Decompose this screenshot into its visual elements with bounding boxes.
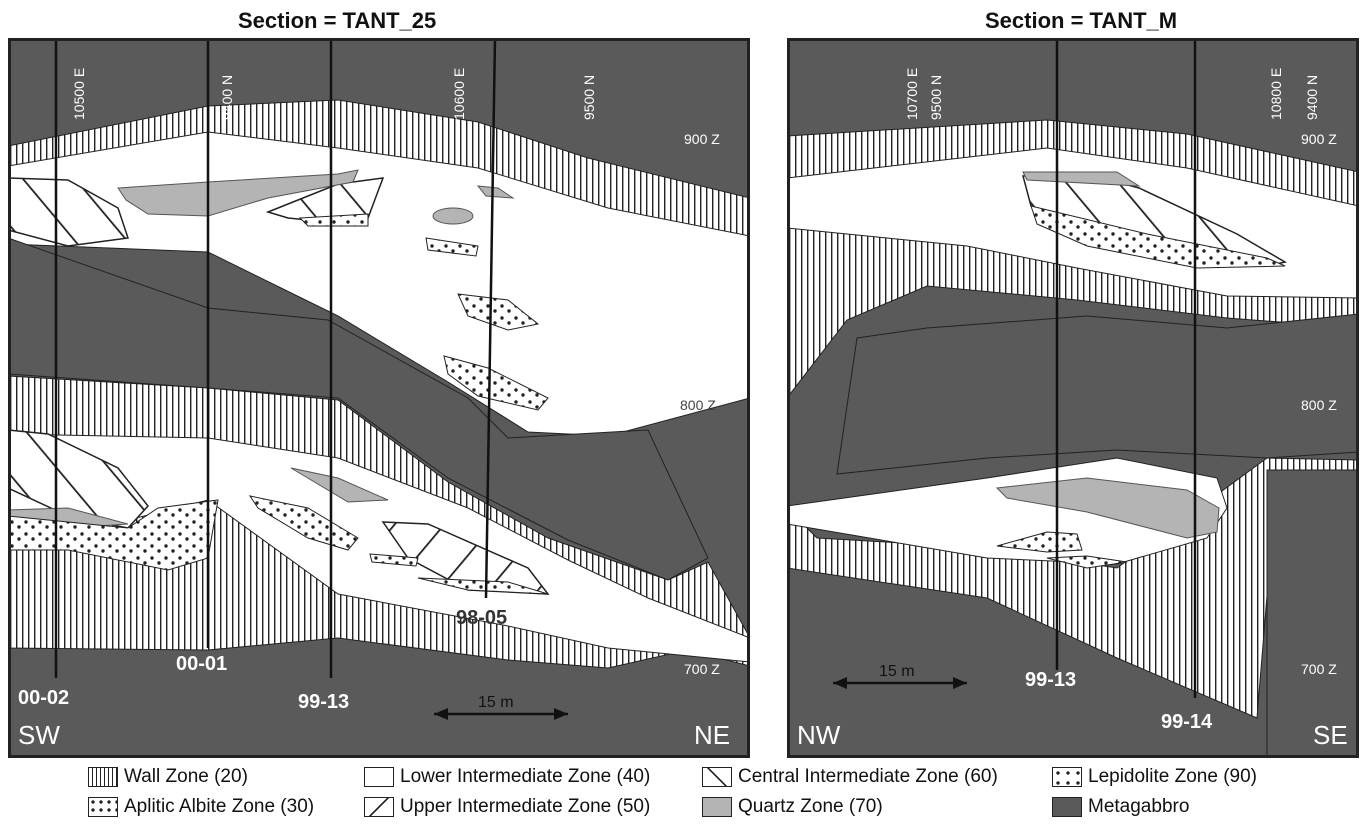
aplitic-albite-zone (8, 499, 219, 571)
coord-label-4: 9500 N (581, 75, 597, 120)
lepidolite-zone (417, 577, 549, 595)
legend-label: Metagabbro (1088, 796, 1190, 817)
section-panel-tant-25: 10500 E 9400 N 10600 E 9500 N 900 Z 800 … (8, 38, 750, 758)
central-intermediate-swatch (702, 767, 732, 787)
coord-label-1: 10700 E (904, 68, 920, 120)
metagabbro-swatch (1052, 797, 1082, 817)
drillhole-label: 00-02 (18, 687, 69, 709)
elevation-label-700: 700 Z (684, 661, 720, 677)
legend-item-metagabbro: Metagabbro (1052, 796, 1189, 818)
elevation-label-800: 800 Z (680, 397, 716, 413)
legend-item-aplitic-albite: Aplitic Albite Zone (30) (88, 796, 314, 818)
elevation-label-900: 900 Z (684, 131, 720, 147)
aplitic-albite-swatch (88, 797, 118, 817)
quartz-zone (995, 477, 1220, 539)
legend-item-upper-intermediate: Upper Intermediate Zone (50) (364, 796, 650, 818)
lower-intermediate-zone-lower (8, 433, 750, 663)
scale-bar: 15 m (434, 694, 568, 720)
legend-label: Central Intermediate Zone (60) (738, 766, 998, 787)
section-panel-tant-m: 10700 E 9500 N 10800 E 9400 N 900 Z 800 … (787, 38, 1359, 758)
lepidolite-zone (425, 237, 479, 257)
elevation-label-800: 800 Z (1301, 397, 1337, 413)
drillhole-label: 98-05 (456, 607, 507, 629)
direction-label-right: NE (694, 720, 730, 750)
wall-zone-swatch (88, 767, 118, 787)
quartz-zone (117, 169, 359, 217)
quartz-zone (290, 467, 389, 503)
legend-label: Quartz Zone (70) (738, 796, 883, 817)
legend-label: Aplitic Albite Zone (30) (124, 796, 315, 817)
legend-label: Wall Zone (20) (124, 766, 248, 787)
lepidolite-zone (1046, 555, 1128, 569)
metagabbro-band (836, 313, 1359, 475)
drillhole-label: 99-13 (1025, 669, 1076, 691)
aplitic-albite-zone (996, 531, 1083, 553)
coord-label-2: 9400 N (219, 75, 235, 120)
quartz-swatch (702, 797, 732, 817)
direction-label-left: NW (797, 720, 841, 750)
quartz-zone (432, 207, 474, 225)
upper-intermediate-swatch (364, 797, 394, 817)
legend-label: Lower Intermediate Zone (40) (400, 766, 651, 787)
legend-item-central-intermediate: Central Intermediate Zone (60) (702, 766, 998, 788)
section-title-left: Section = TANT_25 (238, 8, 437, 33)
coord-label-3: 10800 E (1268, 68, 1284, 120)
direction-label-left: SW (18, 720, 60, 750)
legend-item-lower-intermediate: Lower Intermediate Zone (40) (364, 766, 650, 788)
quartz-zone (476, 185, 515, 199)
lepidolite-zone (443, 355, 549, 411)
lepidolite-zone (298, 213, 369, 227)
elevation-label-700: 700 Z (1301, 661, 1337, 677)
legend-item-quartz: Quartz Zone (70) (702, 796, 883, 818)
coord-label-1: 10500 E (71, 68, 87, 120)
legend-label: Lepidolite Zone (90) (1088, 766, 1257, 787)
svg-text:15 m: 15 m (478, 694, 514, 711)
drillhole-label: 99-14 (1161, 711, 1213, 733)
scale-bar: 15 m (833, 663, 967, 689)
lepidolite-swatch (1052, 767, 1082, 787)
section-title-right: Section = TANT_M (985, 8, 1178, 33)
coord-label-3: 10600 E (451, 68, 467, 120)
metagabbro-band-lower (1266, 469, 1359, 758)
quartz-zone (1022, 171, 1141, 187)
upper-intermediate-zone-lens (8, 177, 129, 247)
lepidolite-zone (457, 293, 540, 331)
coord-label-2: 9500 N (928, 75, 944, 120)
lepidolite-zone (369, 553, 419, 567)
direction-label-right: SE (1313, 720, 1348, 750)
drillhole-line (484, 38, 497, 599)
drillhole-label: 00-01 (176, 653, 227, 675)
legend-item-lepidolite: Lepidolite Zone (90) (1052, 766, 1257, 788)
elevation-label-900: 900 Z (1301, 131, 1337, 147)
upper-intermediate-zone-lens (8, 429, 149, 529)
svg-text:15 m: 15 m (879, 663, 915, 680)
coord-label-4: 9400 N (1304, 75, 1320, 120)
drillhole-label: 99-13 (298, 691, 349, 713)
lepidolite-zone (1030, 205, 1286, 269)
legend-item-wall-zone: Wall Zone (20) (88, 766, 248, 788)
lower-intermediate-swatch (364, 767, 394, 787)
legend-label: Upper Intermediate Zone (50) (400, 796, 651, 817)
